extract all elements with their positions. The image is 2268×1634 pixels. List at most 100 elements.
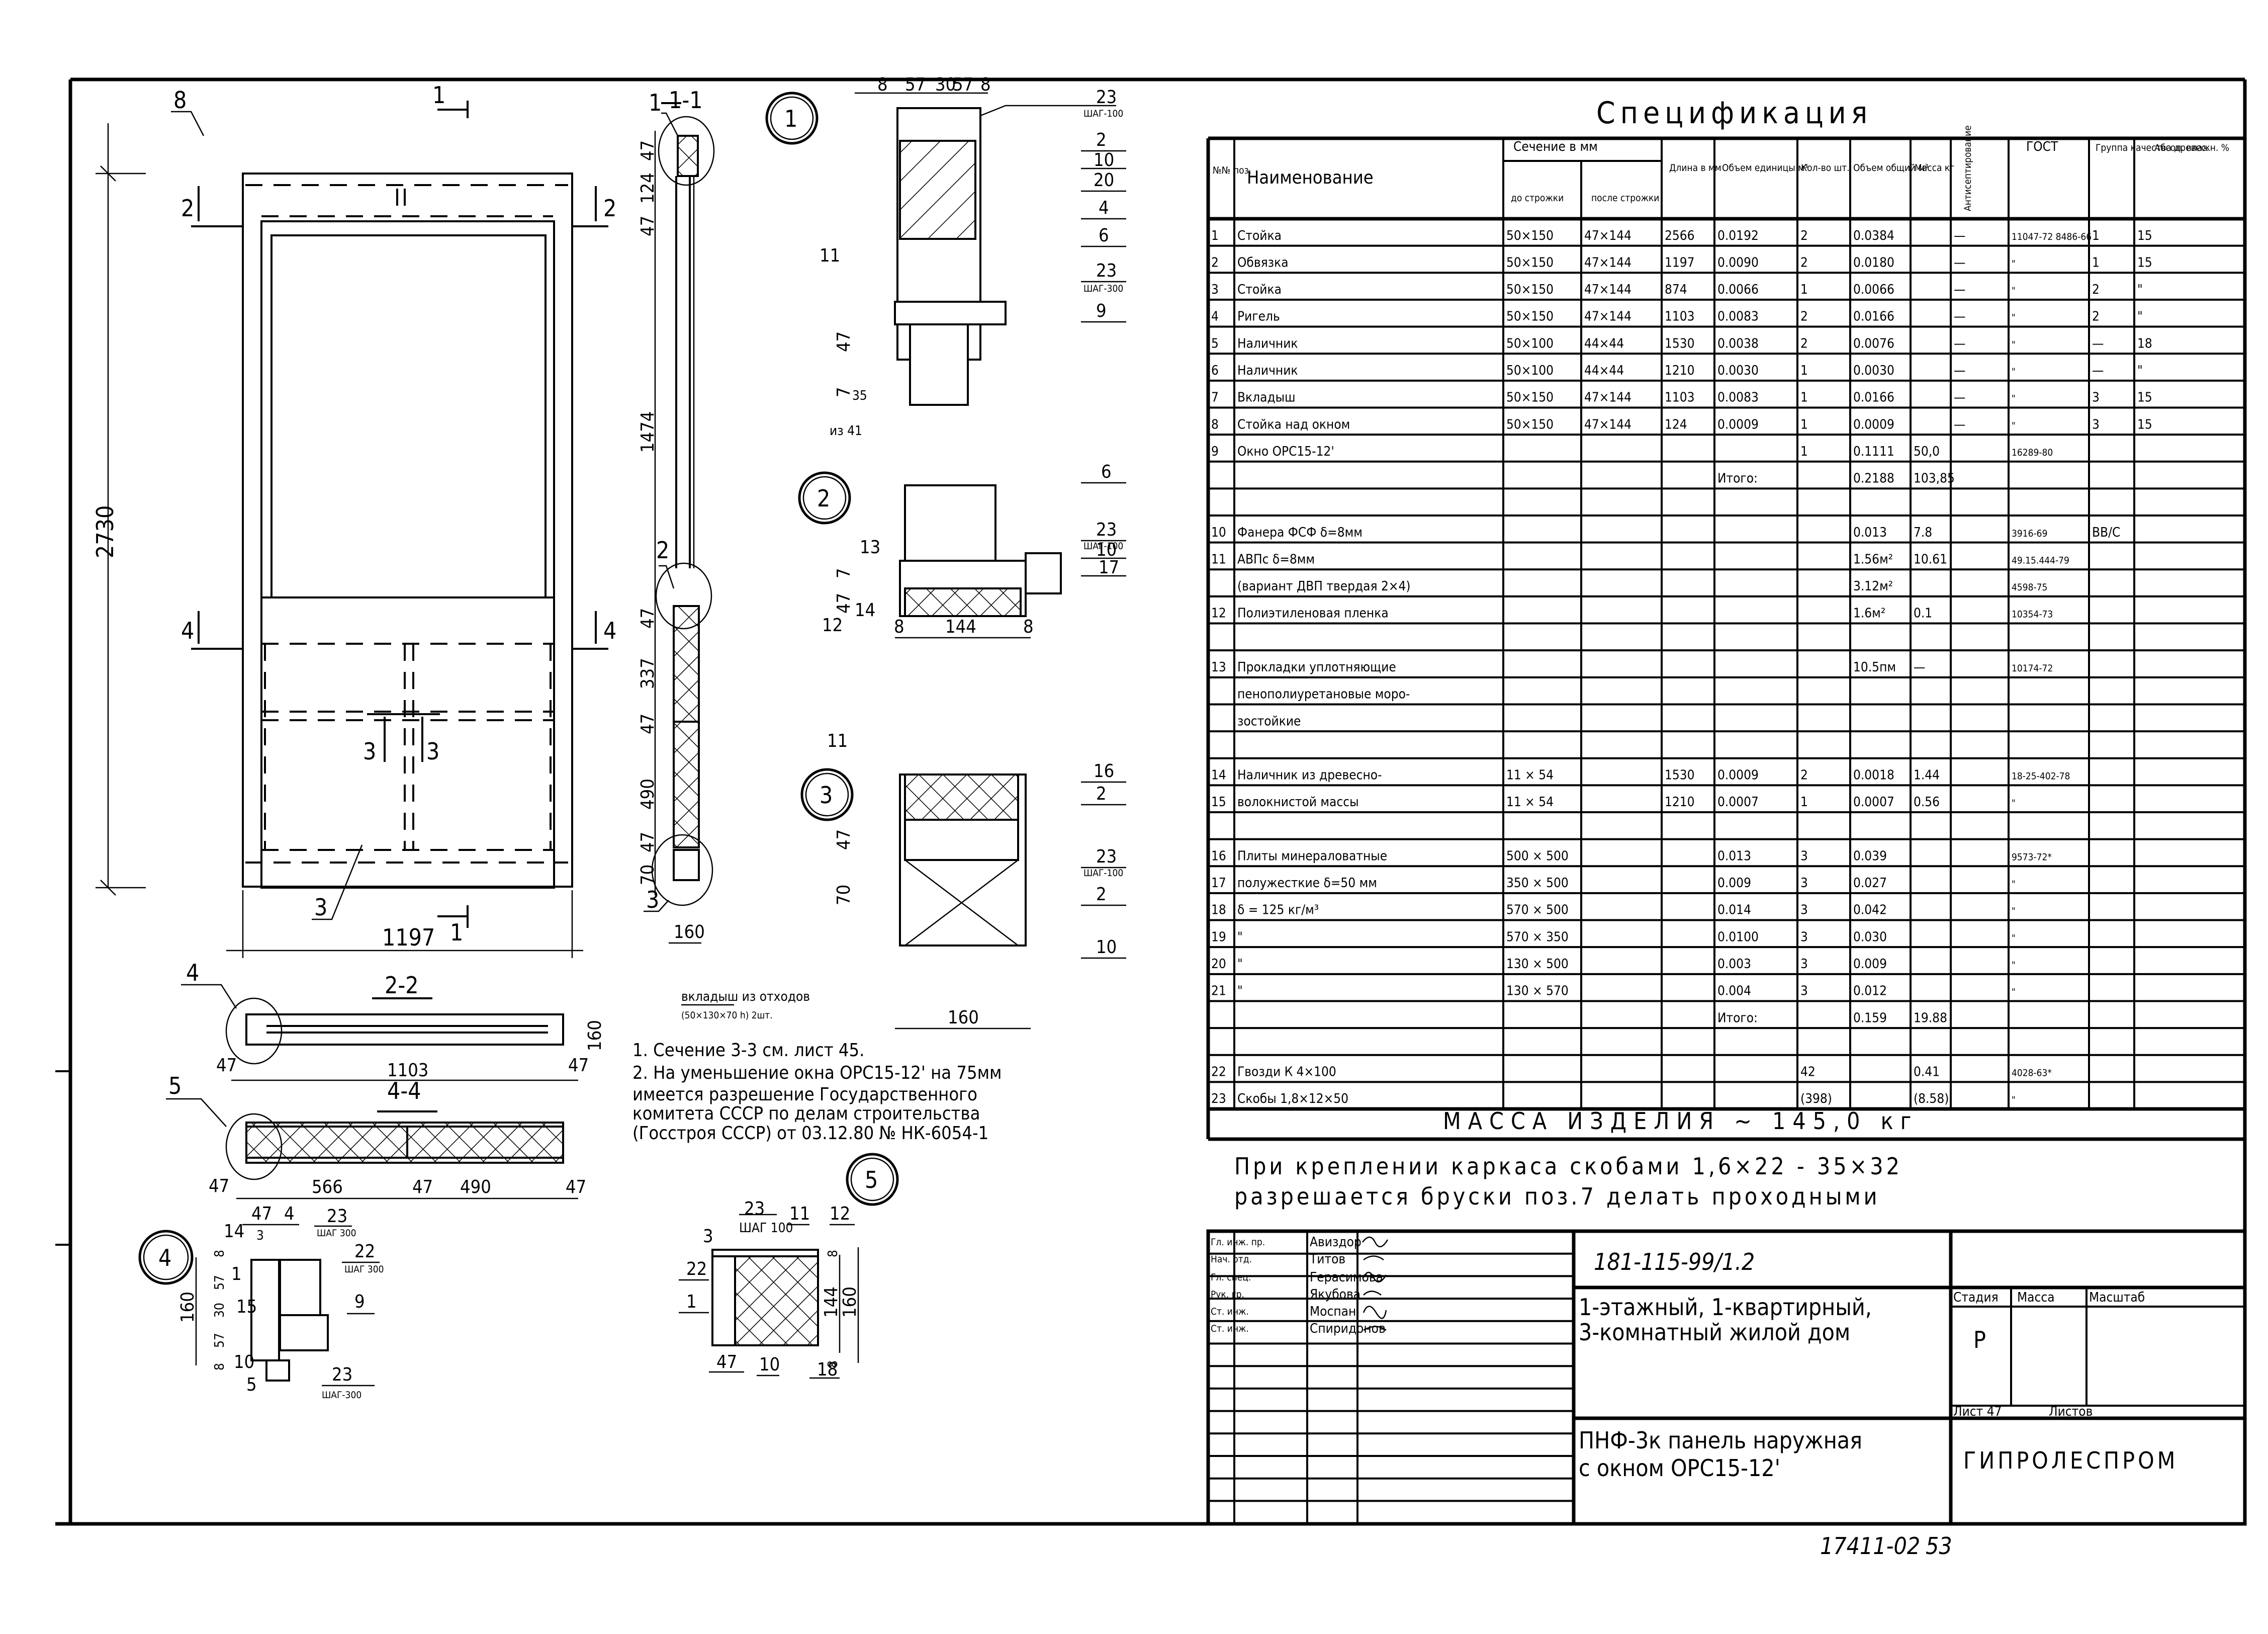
spec-cell-total-vol: 0.0384 xyxy=(1853,228,1894,243)
svg-text:5: 5 xyxy=(246,1374,257,1395)
node-2-label: 2 xyxy=(817,485,830,512)
spec-cell-pos: 23 xyxy=(1211,1091,1226,1106)
svg-text:2: 2 xyxy=(181,195,194,222)
spec-cell-qty: 3 xyxy=(1800,903,1808,918)
callout-8: 8 xyxy=(173,87,187,114)
svg-text:ШАГ-300: ШАГ-300 xyxy=(1083,283,1123,294)
spec-cell-pos: 2 xyxy=(1211,255,1219,270)
spec-title: Спецификация xyxy=(1596,96,1872,131)
spec-cell-length: 1210 xyxy=(1665,363,1695,378)
spec-cell-gost: " xyxy=(2012,366,2016,377)
project-title-1: 1-этажный, 1-квартирный, xyxy=(1579,1294,1872,1321)
spec-cell-antisept: — xyxy=(1954,363,1965,378)
spec-cell-total-vol: 0.0030 xyxy=(1853,363,1894,378)
fastening-note: При креплении каркаса скобами 1,6×22 - 3… xyxy=(1234,1153,1902,1210)
spec-cell-before: 50×100 xyxy=(1506,363,1554,378)
svg-text:23: 23 xyxy=(744,1198,765,1219)
svg-text:337: 337 xyxy=(638,658,658,689)
svg-text:144: 144 xyxy=(821,1286,842,1318)
spec-cell-pos: 6 xyxy=(1211,363,1219,378)
svg-text:47: 47 xyxy=(216,1055,237,1076)
spec-cell-group: 3 xyxy=(2092,390,2100,405)
svg-text:57: 57 xyxy=(905,74,926,95)
note-2: 2. На уменьшение окна ОРС15-12' на 75мм xyxy=(632,1063,1002,1083)
svg-text:2: 2 xyxy=(1096,784,1107,804)
hdr-moisture: Абсол. влажн. % xyxy=(2154,142,2229,153)
svg-text:124: 124 xyxy=(638,173,658,204)
section-mark-2-left: 2 xyxy=(181,186,243,227)
spec-cell-qty: 1 xyxy=(1800,390,1808,405)
svg-text:ШАГ-100: ШАГ-100 xyxy=(1083,868,1123,879)
callout-1-1-1: 1 xyxy=(649,89,662,116)
svg-text:14: 14 xyxy=(855,600,875,621)
spec-cell-unit-vol: 0.0100 xyxy=(1717,929,1759,944)
spec-cell-pos: 20 xyxy=(1211,957,1226,972)
elevation-width-dim: 1197 xyxy=(382,924,435,951)
svg-text:12: 12 xyxy=(830,1203,850,1224)
note-3: имеется разрешение Государственного xyxy=(632,1084,977,1105)
spec-cell-total-vol: 1.6м² xyxy=(1853,606,1885,621)
svg-text:1: 1 xyxy=(450,919,463,946)
spec-cell-before: 130 × 570 xyxy=(1506,984,1569,999)
spec-cell-unit-vol: Итого: xyxy=(1717,1010,1758,1025)
staff-role-4: Ст. инж. xyxy=(1211,1306,1249,1317)
staff-role-3: Рук. гр. xyxy=(1211,1289,1244,1300)
spec-cell-qty: 2 xyxy=(1800,768,1808,783)
page-number: 53 xyxy=(1926,1532,1952,1560)
spec-cell-qty: 1 xyxy=(1800,417,1808,432)
svg-text:ШАГ-100: ШАГ-100 xyxy=(1083,541,1123,552)
section-mark-1-bottom: 1 xyxy=(437,905,469,946)
spec-cell-after: 47×144 xyxy=(1584,228,1631,243)
spec-cell-moisture: 15 xyxy=(2137,255,2152,270)
svg-text:4: 4 xyxy=(603,617,616,644)
spec-cell-moisture: " xyxy=(2137,282,2143,297)
svg-text:23: 23 xyxy=(332,1364,352,1385)
svg-text:30: 30 xyxy=(212,1303,227,1318)
svg-text:15: 15 xyxy=(236,1297,257,1317)
spec-cell-before: 570 × 500 xyxy=(1506,903,1569,918)
fastening-note-1: При креплении каркаса скобами 1,6×22 - 3… xyxy=(1234,1153,1902,1180)
svg-text:47: 47 xyxy=(638,714,658,734)
spec-cell-gost: 4028-63* xyxy=(2012,1068,2052,1079)
spec-cell-unit-vol: 0.004 xyxy=(1717,984,1751,999)
svg-text:9: 9 xyxy=(354,1292,365,1312)
svg-text:17: 17 xyxy=(1099,557,1119,578)
svg-text:160: 160 xyxy=(674,922,705,942)
spec-cell-length: 1530 xyxy=(1665,768,1695,783)
section-2-2-title: 2-2 xyxy=(385,972,419,999)
svg-text:47: 47 xyxy=(834,331,854,352)
spec-cell-pos: 7 xyxy=(1211,390,1219,405)
spec-cell-mass: 1.44 xyxy=(1914,768,1940,783)
callout-1-1-2: 2 xyxy=(656,537,669,564)
spec-cell-pos: 12 xyxy=(1211,606,1226,621)
spec-cell-unit-vol: 0.0083 xyxy=(1717,309,1759,324)
spec-cell-antisept: — xyxy=(1954,336,1965,351)
spec-row: зостойкие xyxy=(1237,714,1301,729)
spec-cell-total-vol: 0.0009 xyxy=(1853,417,1894,432)
spec-cell-name: Скобы 1,8×12×50 xyxy=(1237,1091,1348,1106)
spec-cell-before: 50×150 xyxy=(1506,282,1554,297)
scale-label: Масштаб xyxy=(2089,1290,2145,1305)
spec-cell-after: 44×44 xyxy=(1584,363,1624,378)
spec-cell-gost: " xyxy=(2012,420,2016,431)
spec-cell-antisept: — xyxy=(1954,228,1965,243)
sheet-label: Лист 47 xyxy=(1953,1404,2002,1419)
organization: ГИПРОЛЕСПРОМ xyxy=(1963,1447,2178,1474)
spec-cell-qty: 1 xyxy=(1800,363,1808,378)
spec-cell-total-vol: 0.0166 xyxy=(1853,390,1894,405)
spec-cell-group: 2 xyxy=(2092,309,2100,324)
spec-cell-total-vol: 0.009 xyxy=(1853,957,1887,972)
spec-cell-after: 44×44 xyxy=(1584,336,1624,351)
callout-4: 4 xyxy=(186,959,199,986)
svg-text:4: 4 xyxy=(1099,198,1109,218)
hdr-mass: Масса кг xyxy=(1915,162,1954,174)
spec-cell-after: 47×144 xyxy=(1584,309,1631,324)
svg-text:57: 57 xyxy=(212,1333,227,1348)
spec-cell-gost: " xyxy=(2012,285,2016,296)
